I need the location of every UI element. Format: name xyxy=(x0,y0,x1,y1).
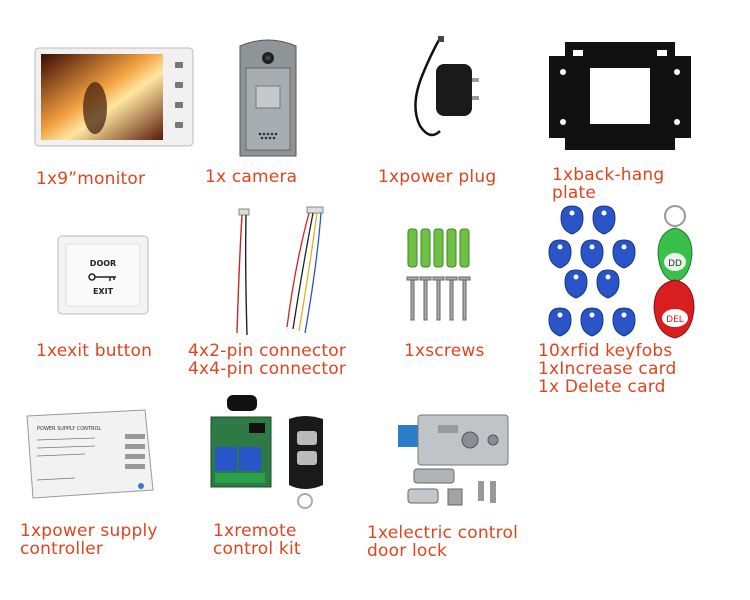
rfid-image: DD DEL xyxy=(548,205,695,339)
remote-kit-image xyxy=(210,395,323,509)
connectors-product xyxy=(225,205,335,340)
exit-button-door-text: DOOR xyxy=(90,259,116,268)
power-supply-title-text: POWER SUPPLY CONTROL xyxy=(37,426,101,432)
back-hang-plate-label-line: plate xyxy=(552,183,597,203)
exit-button-label: 1xexit button xyxy=(36,342,152,360)
rfid-label-line: 1x Delete card xyxy=(538,377,666,397)
power-plug-image xyxy=(414,36,479,137)
rfid-increase-card-text: DD xyxy=(668,259,682,269)
power-supply-image: POWER SUPPLY CONTROL xyxy=(26,409,154,499)
back-hang-plate-label-line: 1xback-hang xyxy=(552,165,665,185)
back-hang-plate-label: 1xback-hang plate xyxy=(552,166,664,202)
connectors-image xyxy=(236,206,324,336)
connectors-label: 4x2-pin connector 4x4-pin connector xyxy=(188,342,346,378)
camera-label-line: 1x camera xyxy=(205,167,298,187)
rfid-product: DD DEL xyxy=(540,202,700,342)
screws-product xyxy=(400,225,480,325)
exit-button-product: DOOR EXIT xyxy=(57,235,150,316)
power-plug-product xyxy=(400,36,485,146)
door-lock-label-line: door lock xyxy=(367,541,448,561)
connectors-label-line: 4x2-pin connector xyxy=(188,341,347,361)
power-plug-label: 1xpower plug xyxy=(378,168,496,186)
screws-label: 1xscrews xyxy=(404,342,485,360)
camera-label: 1x camera xyxy=(205,168,297,186)
rfid-label-line: 1xIncrease card xyxy=(538,359,677,379)
power-supply-label-line: 1xpower supply xyxy=(20,521,158,541)
monitor-label-line: 1x9”monitor xyxy=(36,169,146,189)
power-supply-label: 1xpower supply controller xyxy=(20,522,158,558)
door-lock-label-line: 1xelectric control xyxy=(367,523,518,543)
monitor-product xyxy=(34,47,195,148)
exit-button-label-line: 1xexit button xyxy=(36,341,153,361)
remote-kit-label: 1xremote control kit xyxy=(213,522,301,558)
remote-kit-label-line: 1xremote xyxy=(213,521,297,541)
exit-button-exit-text: EXIT xyxy=(93,287,114,296)
rfid-label: 10xrfid keyfobs 1xIncrease card 1x Delet… xyxy=(538,342,676,396)
screws-label-line: 1xscrews xyxy=(404,341,485,361)
power-supply-product: POWER SUPPLY CONTROL xyxy=(25,409,155,500)
door-lock-label: 1xelectric control door lock xyxy=(367,524,518,560)
connectors-label-line: 4x4-pin connector xyxy=(188,359,347,379)
screws-image xyxy=(406,228,471,321)
power-plug-label-line: 1xpower plug xyxy=(378,167,497,187)
back-hang-plate-image xyxy=(549,42,691,150)
remote-kit-label-line: control kit xyxy=(213,539,301,559)
door-lock-image xyxy=(398,414,509,506)
power-supply-label-line: controller xyxy=(20,539,104,559)
monitor-image xyxy=(34,47,194,147)
door-lock-product xyxy=(378,385,528,510)
rfid-delete-card-text: DEL xyxy=(666,315,684,325)
camera-product xyxy=(238,38,298,158)
rfid-label-line: 10xrfid keyfobs xyxy=(538,341,673,361)
monitor-label: 1x9”monitor xyxy=(36,170,145,188)
camera-image xyxy=(239,39,297,157)
back-hang-plate-product xyxy=(545,42,695,152)
remote-kit-product xyxy=(205,395,345,510)
exit-button-image: DOOR EXIT xyxy=(57,235,149,315)
